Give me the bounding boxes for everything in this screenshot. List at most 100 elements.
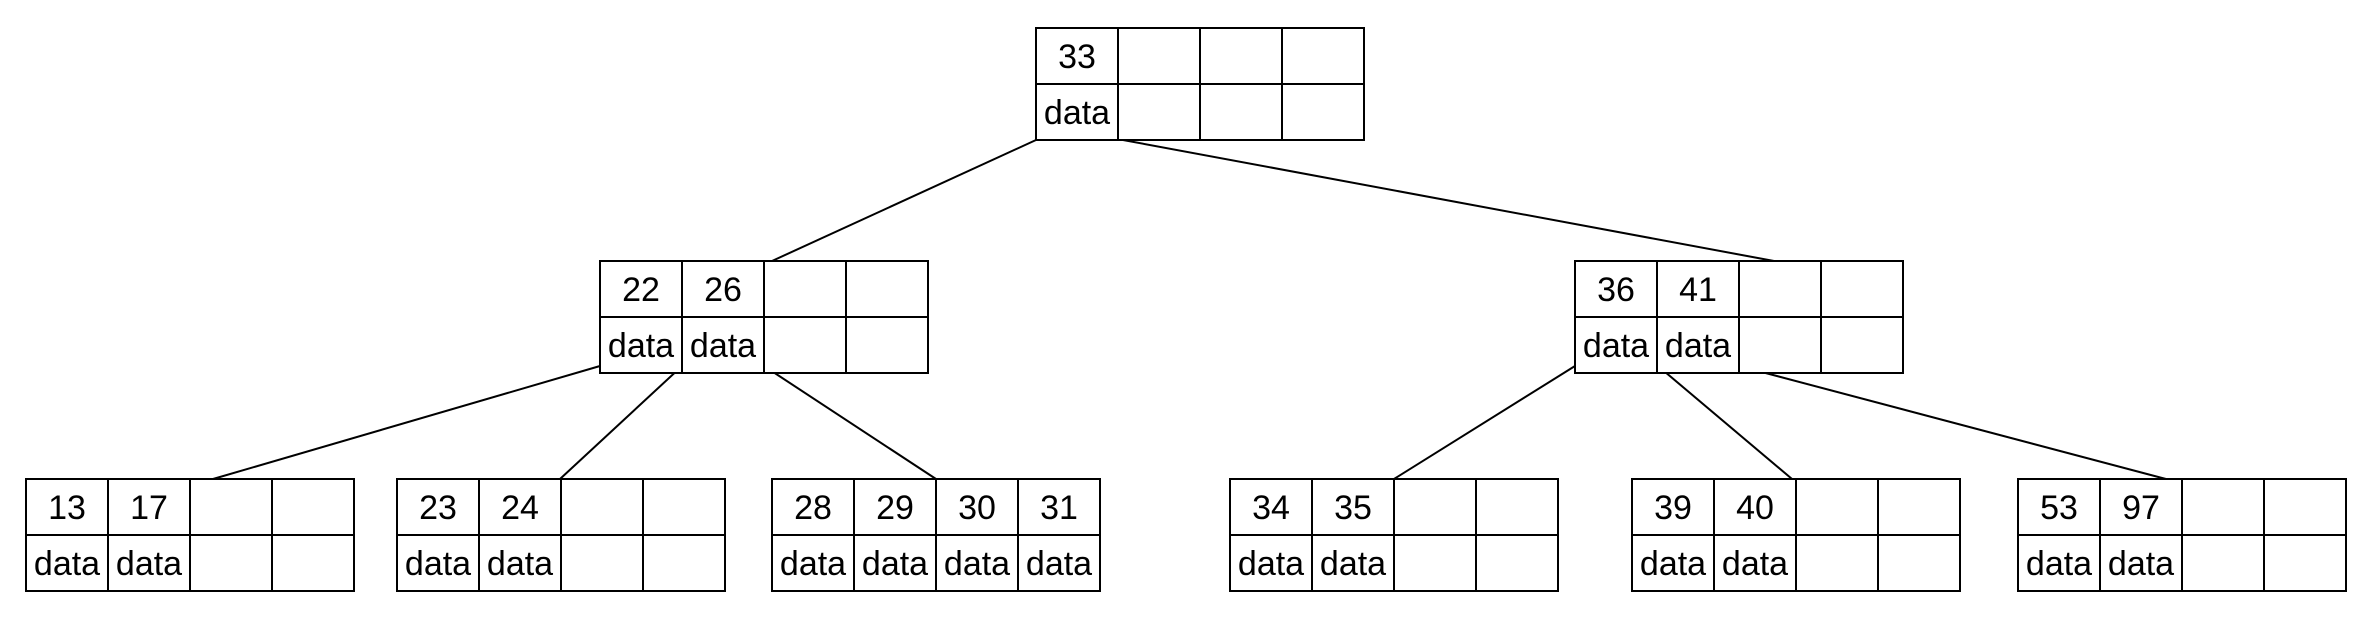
data-cell xyxy=(642,534,726,592)
key-label: 30 xyxy=(958,489,996,527)
key-cell xyxy=(2263,478,2347,536)
key-cell xyxy=(271,478,355,536)
data-label: data xyxy=(1238,545,1304,583)
data-cell xyxy=(1820,316,1904,374)
key-cell xyxy=(1574,260,1658,318)
key-label: 24 xyxy=(501,489,539,527)
tree-edge xyxy=(771,139,1037,262)
key-cell xyxy=(189,478,273,536)
data-cell xyxy=(1035,83,1119,141)
key-label: 28 xyxy=(794,489,832,527)
key-cell xyxy=(396,478,480,536)
data-cell xyxy=(681,316,765,374)
data-label: data xyxy=(690,327,756,365)
data-label: data xyxy=(944,545,1010,583)
key-label: 13 xyxy=(48,489,86,527)
data-label: data xyxy=(862,545,928,583)
data-label: data xyxy=(1722,545,1788,583)
data-cell xyxy=(189,534,273,592)
data-cell xyxy=(2263,534,2347,592)
data-cell xyxy=(1475,534,1559,592)
data-cell xyxy=(1574,316,1658,374)
data-label: data xyxy=(1665,327,1731,365)
key-cell xyxy=(2181,478,2265,536)
data-label: data xyxy=(487,545,553,583)
key-cell xyxy=(25,478,109,536)
tree-edge xyxy=(1738,365,2167,480)
data-cell xyxy=(25,534,109,592)
key-cell xyxy=(1656,260,1740,318)
key-label: 17 xyxy=(130,489,168,527)
key-label: 26 xyxy=(704,271,742,309)
key-cell xyxy=(771,478,855,536)
key-cell xyxy=(1877,478,1961,536)
data-label: data xyxy=(1583,327,1649,365)
data-cell xyxy=(2099,534,2183,592)
key-cell xyxy=(1117,27,1201,85)
data-cell xyxy=(1017,534,1101,592)
data-cell xyxy=(1117,83,1201,141)
key-label: 40 xyxy=(1736,489,1774,527)
data-cell xyxy=(845,316,929,374)
key-label: 53 xyxy=(2040,489,2078,527)
data-cell xyxy=(396,534,480,592)
data-cell xyxy=(1199,83,1283,141)
key-cell xyxy=(1035,27,1119,85)
data-cell xyxy=(2181,534,2265,592)
data-cell xyxy=(1393,534,1477,592)
key-cell xyxy=(560,478,644,536)
key-label: 31 xyxy=(1040,489,1078,527)
key-cell xyxy=(2017,478,2101,536)
key-label: 36 xyxy=(1597,271,1635,309)
key-cell xyxy=(1199,27,1283,85)
tree-edge xyxy=(559,365,683,480)
data-cell xyxy=(107,534,191,592)
tree-edge xyxy=(1393,365,1576,480)
data-cell xyxy=(853,534,937,592)
data-label: data xyxy=(608,327,674,365)
tree-edges xyxy=(212,139,2167,480)
key-cell xyxy=(1795,478,1879,536)
data-cell xyxy=(1229,534,1313,592)
data-cell xyxy=(2017,534,2101,592)
data-cell xyxy=(1795,534,1879,592)
key-cell xyxy=(1820,260,1904,318)
data-cell xyxy=(1631,534,1715,592)
key-cell xyxy=(1393,478,1477,536)
key-cell xyxy=(1713,478,1797,536)
tree-edge xyxy=(763,365,937,480)
data-label: data xyxy=(2108,545,2174,583)
internal-node: 36 41 data data xyxy=(1574,260,1904,374)
key-cell xyxy=(1475,478,1559,536)
data-cell xyxy=(560,534,644,592)
data-label: data xyxy=(405,545,471,583)
data-cell xyxy=(271,534,355,592)
data-label: data xyxy=(1044,94,1110,132)
key-cell xyxy=(763,260,847,318)
key-cell xyxy=(642,478,726,536)
data-cell xyxy=(763,316,847,374)
key-label: 35 xyxy=(1334,489,1372,527)
data-label: data xyxy=(1640,545,1706,583)
key-label: 29 xyxy=(876,489,914,527)
tree-edge xyxy=(1657,365,1793,480)
tree-edge xyxy=(1122,139,1775,262)
key-label: 41 xyxy=(1679,271,1717,309)
data-cell xyxy=(1311,534,1395,592)
data-label: data xyxy=(116,545,182,583)
data-label: data xyxy=(780,545,846,583)
data-cell xyxy=(1738,316,1822,374)
key-cell xyxy=(845,260,929,318)
data-cell xyxy=(771,534,855,592)
data-label: data xyxy=(2026,545,2092,583)
